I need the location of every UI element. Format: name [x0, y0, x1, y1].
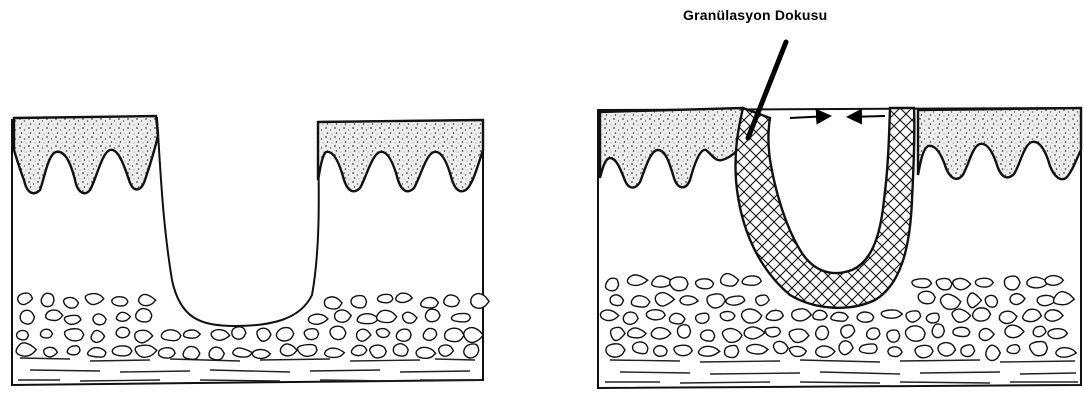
pebble	[184, 330, 201, 338]
pebble	[881, 310, 902, 318]
pebble	[445, 328, 464, 341]
pebble	[330, 326, 346, 339]
pebble	[961, 345, 975, 357]
pebble	[304, 329, 318, 340]
pebble	[425, 309, 440, 322]
pebble	[161, 330, 181, 341]
pebble	[351, 296, 367, 308]
pebble	[20, 310, 34, 324]
pebble	[17, 330, 29, 339]
pebble	[605, 278, 618, 291]
pebble	[887, 330, 900, 342]
pebble	[423, 328, 437, 340]
pebble	[816, 326, 829, 340]
pebble	[670, 277, 688, 291]
pebble	[252, 350, 270, 359]
pebble	[370, 345, 387, 358]
pebble	[915, 345, 933, 358]
pebble	[973, 308, 991, 321]
pebble	[41, 293, 54, 306]
pebble	[396, 329, 411, 341]
pebble	[867, 328, 880, 339]
pebble	[116, 327, 130, 338]
pebble	[646, 310, 665, 320]
pebble	[905, 326, 925, 341]
pebble	[932, 324, 944, 338]
pebble	[257, 328, 271, 341]
pebble	[912, 279, 932, 288]
pebble	[633, 342, 648, 354]
pebble	[88, 348, 106, 358]
granulation-tissue-label: Granülasyon Dokusu	[683, 7, 827, 23]
pebble	[46, 310, 63, 320]
pebble	[112, 297, 128, 306]
pebble	[677, 325, 690, 338]
pebble	[859, 344, 877, 354]
pebble	[720, 312, 735, 321]
pebble	[1048, 329, 1068, 339]
pebble	[654, 346, 667, 357]
pebble	[451, 313, 470, 322]
pebble	[183, 346, 200, 359]
pebble	[953, 327, 970, 336]
pebble	[742, 276, 761, 285]
pebble	[701, 330, 715, 341]
pebble	[696, 279, 714, 289]
pebble	[376, 329, 389, 338]
pebble	[93, 314, 106, 325]
pebble	[926, 313, 939, 323]
pebble	[276, 328, 293, 341]
pebble	[1004, 276, 1020, 290]
pebble	[421, 297, 439, 308]
pebble	[938, 343, 956, 356]
pebble	[888, 347, 902, 357]
right-panel-granulating-wound	[598, 42, 1081, 388]
pebble	[209, 347, 224, 360]
pebble	[444, 295, 460, 307]
pebble	[112, 346, 132, 356]
pebble	[674, 345, 692, 356]
pebble	[813, 310, 828, 320]
pebble	[67, 346, 80, 355]
pebble	[40, 329, 52, 338]
pebble	[724, 345, 738, 357]
pebble	[623, 312, 638, 324]
pebble	[232, 327, 246, 339]
left-panel-open-wound	[12, 116, 489, 385]
pebble	[44, 347, 58, 357]
pebble	[1007, 345, 1020, 354]
pebble	[606, 344, 625, 357]
pebble	[158, 348, 175, 358]
pebble	[1045, 276, 1063, 286]
pebble	[464, 344, 479, 358]
pebble	[765, 327, 780, 337]
pebble	[377, 294, 392, 303]
pebble	[975, 278, 993, 287]
pebble	[831, 312, 848, 321]
pebble	[471, 294, 489, 309]
left-epidermis-left	[14, 116, 158, 193]
pebble	[857, 312, 874, 322]
pebble	[696, 313, 710, 323]
pebble	[985, 295, 997, 307]
pebble	[393, 344, 408, 356]
pebble	[136, 309, 152, 322]
contraction-arrow-left	[848, 116, 885, 117]
pebble	[918, 291, 935, 304]
pebble	[65, 329, 84, 341]
pebble	[789, 346, 806, 356]
